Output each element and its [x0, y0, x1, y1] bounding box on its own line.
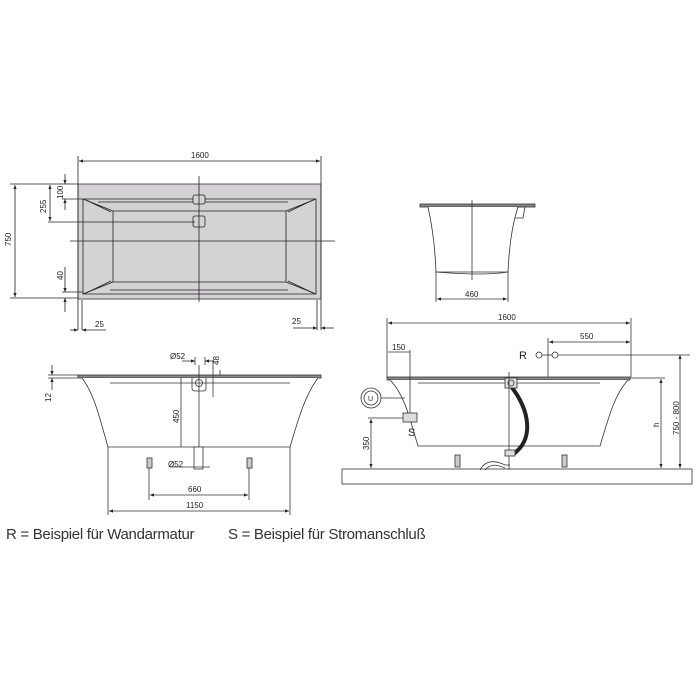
dim-overflow-diameter: Ø52 — [170, 352, 186, 361]
dim-height-range: 750 - 800 — [672, 401, 681, 435]
legend-fitting: R = Beispiel für Wandarmatur — [6, 526, 195, 543]
dim-overflow-height: 48 — [212, 356, 221, 365]
dim-socket-height: 350 — [362, 436, 371, 450]
dim-drain-diameter: Ø52 — [168, 460, 184, 469]
dim-fitting-offset: 550 — [580, 332, 594, 341]
dim-h: h — [652, 423, 661, 427]
socket-icon: U — [368, 396, 373, 403]
dim-rim-right: 25 — [292, 317, 301, 326]
dim-rim-bottom: 40 — [56, 271, 65, 280]
foot-left — [146, 457, 153, 500]
dim-socket-offset: 150 — [392, 343, 406, 352]
socket-label: S — [408, 427, 415, 439]
dim-base-width: 460 — [465, 290, 479, 299]
dim-width: 750 — [4, 232, 13, 246]
legend-socket: S = Beispiel für Stromanschluß — [228, 526, 426, 543]
foot-right — [246, 457, 253, 500]
dim-length: 1600 — [191, 151, 209, 160]
dim-base-length: 1150 — [186, 501, 204, 510]
dim-depth: 450 — [172, 409, 181, 423]
top-view — [10, 156, 335, 332]
dim-feet-spacing: 660 — [188, 485, 202, 494]
install-view — [341, 318, 693, 485]
front-view — [48, 357, 322, 515]
dim-rim-left: 25 — [95, 320, 104, 329]
dim-drain-offset: 255 — [39, 199, 48, 213]
dim-rim-thickness: 12 — [44, 393, 53, 402]
dim-install-length: 1600 — [498, 313, 516, 322]
fitting-label: R — [519, 350, 527, 362]
dim-overflow-offset: 100 — [56, 185, 65, 199]
end-view — [419, 200, 536, 302]
